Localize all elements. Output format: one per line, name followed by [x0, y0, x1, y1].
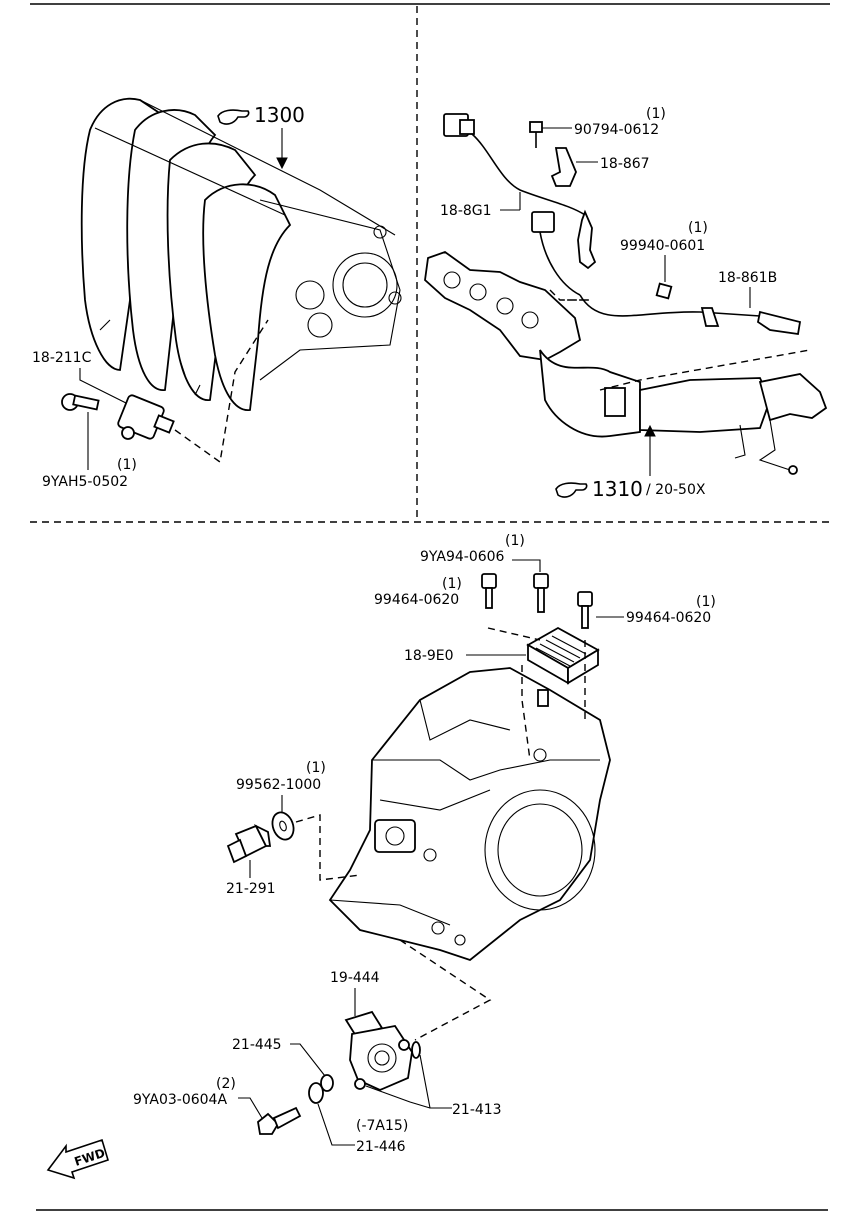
part-label-99464-0620-right: 99464-0620: [626, 610, 711, 626]
part-label-18-9E0: 18-9E0: [404, 648, 454, 664]
part-label-99940-0601: 99940-0601: [620, 238, 705, 254]
part-21-413: 21-413: [365, 1041, 502, 1118]
part-label-18-211C: 18-211C: [32, 350, 92, 366]
part-label-9YA94-0606: 9YA94-0606: [420, 549, 505, 565]
qty-99464-0620-left: (1): [442, 576, 462, 592]
qty-99940-0601: (1): [688, 220, 708, 236]
part-18-867: 18-867: [550, 147, 650, 187]
ref-1300-callout: 1300: [217, 103, 305, 170]
part-label-18-861B: 18-861B: [718, 270, 777, 286]
part-label-19-444: 19-444: [330, 970, 380, 986]
ref-1310-suffix: / 20-50X: [646, 482, 706, 498]
part-label-90794-0612: 90794-0612: [574, 122, 659, 138]
part-18-9E0: 18-9E0: [404, 626, 600, 707]
part-99464-0620-left: (1) 99464-0620: [374, 573, 497, 609]
part-99562-1000: (1) 99562-1000: [236, 760, 326, 841]
part-18-211C: 18-211C: [32, 350, 175, 440]
ref-1310-callout: 1310 / 20-50X: [555, 424, 706, 501]
pointing-hand-icon: [555, 482, 588, 498]
qty-21-446: (-7A15): [356, 1118, 408, 1134]
part-99940-0601: (1) 99940-0601: [620, 220, 708, 300]
part-9YA94-0606: (1) 9YA94-0606: [420, 533, 549, 613]
fwd-arrow-icon: FWD: [46, 1138, 109, 1180]
diagram-frame: [30, 3, 830, 1211]
transaxle-case: [328, 667, 611, 962]
intake-manifold-group: 1300 18-211C (1) 9YAH5-0502: [32, 97, 402, 490]
ref-1310-label: 1310: [592, 477, 643, 501]
ref-1300-label: 1300: [254, 103, 305, 127]
qty-9YA94-0606: (1): [505, 533, 525, 549]
part-label-9YAH5-0502: 9YAH5-0502: [42, 474, 128, 490]
part-19-444: 19-444: [330, 970, 413, 1091]
part-99464-0620-right: (1) 99464-0620: [577, 591, 716, 629]
exhaust-manifold: [424, 250, 828, 475]
part-90794-0612: (1) 90794-0612: [529, 106, 666, 148]
part-21-445: 21-445: [232, 1037, 334, 1092]
part-label-18-867: 18-867: [600, 156, 650, 172]
part-label-99464-0620-left: 99464-0620: [374, 592, 459, 608]
pointing-hand-icon: [217, 109, 250, 125]
part-label-21-446: 21-446: [356, 1139, 406, 1155]
part-label-21-291: 21-291: [226, 881, 276, 897]
qty-99562-1000: (1): [306, 760, 326, 776]
qty-99464-0620-right: (1): [696, 594, 716, 610]
qty-90794-0612: (1): [646, 106, 666, 122]
part-18-8G1: 18-8G1: [440, 113, 597, 296]
part-21-291: 21-291: [226, 823, 276, 897]
qty-9YA03-0604A: (2): [216, 1076, 236, 1092]
transaxle-group: 18-9E0 (1) 9YA94-0606 (1) 99464-0620 (1)…: [133, 533, 716, 1155]
exhaust-group: 18-8G1 (1) 90794-0612 18-867 (1) 99940-0…: [424, 106, 828, 501]
part-label-99562-1000: 99562-1000: [236, 777, 321, 793]
part-21-446: (-7A15) 21-446: [308, 1082, 408, 1155]
part-9YAH5-0502: (1) 9YAH5-0502: [42, 393, 137, 490]
part-9YA03-0604A: (2) 9YA03-0604A: [133, 1076, 302, 1135]
part-label-18-8G1: 18-8G1: [440, 203, 492, 219]
part-18-861B: 18-861B: [579, 270, 802, 336]
part-label-21-445: 21-445: [232, 1037, 282, 1053]
part-label-9YA03-0604A: 9YA03-0604A: [133, 1092, 227, 1108]
part-label-21-413: 21-413: [452, 1102, 502, 1118]
intake-manifold: [80, 97, 402, 411]
qty-9YAH5-0502: (1): [117, 457, 137, 473]
